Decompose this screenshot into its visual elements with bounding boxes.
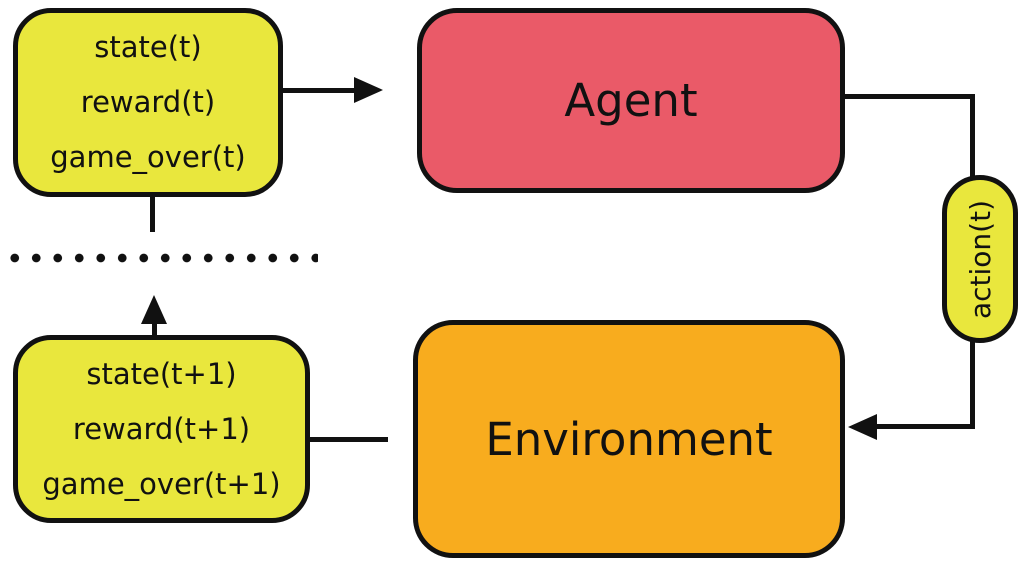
reward-t1-label: reward(t+1) xyxy=(72,411,251,446)
signals-to-agent-line xyxy=(283,88,357,93)
time-step-divider xyxy=(4,253,318,263)
action-label: action(t) xyxy=(963,199,997,319)
signals-to-agent-arrowhead-icon xyxy=(354,77,383,103)
environment-box: Environment xyxy=(413,320,845,558)
agent-box: Agent xyxy=(417,8,845,193)
agent-label: Agent xyxy=(564,74,698,127)
environment-to-signals-line xyxy=(310,437,388,442)
next-signals-up-line xyxy=(152,318,157,335)
signals-to-divider-stub xyxy=(150,196,155,232)
next-signals-box: state(t+1) reward(t+1) game_over(t+1) xyxy=(13,335,310,523)
agent-to-action-hline xyxy=(845,94,975,99)
current-signals-box: state(t) reward(t) game_over(t) xyxy=(13,8,283,197)
game-over-t-label: game_over(t) xyxy=(50,140,246,174)
environment-label: Environment xyxy=(485,412,773,466)
action-pill: action(t) xyxy=(942,175,1018,343)
state-t1-label: state(t+1) xyxy=(86,356,237,391)
state-t-label: state(t) xyxy=(94,30,202,64)
action-to-environment-arrowhead-icon xyxy=(848,414,877,440)
action-to-environment-hline xyxy=(874,424,975,429)
game-over-t1-label: game_over(t+1) xyxy=(42,466,281,501)
reward-t-label: reward(t) xyxy=(80,85,216,119)
